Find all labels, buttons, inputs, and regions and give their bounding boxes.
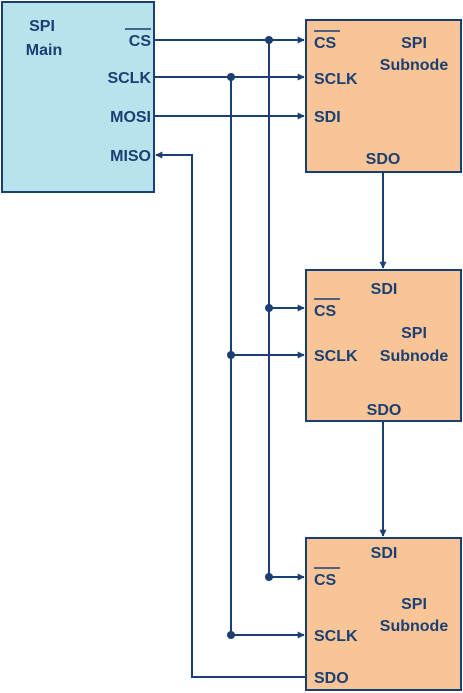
main-pin-mosi: MOSI [110, 109, 151, 126]
cs-junction-1 [265, 36, 273, 44]
subnode-1-box [305, 19, 462, 173]
sub2-pin-sclk: SCLK [314, 348, 358, 365]
sub1-pin-sclk: SCLK [314, 71, 358, 88]
sub2-pin-sdi: SDI [371, 281, 398, 298]
sub3-title-line2: Subnode [380, 618, 449, 635]
main-pin-sclk: SCLK [107, 70, 151, 87]
sub2-pin-sdo: SDO [367, 402, 402, 419]
sub3-pin-cs: CS [314, 572, 337, 589]
sclk-junction-1 [227, 73, 235, 81]
cs-junction-2 [265, 304, 273, 312]
subnode-3-box [305, 537, 462, 691]
sub1-pin-sdo: SDO [366, 151, 401, 168]
sub1-pin-sdi: SDI [314, 109, 341, 126]
sub3-pin-sclk: SCLK [314, 628, 358, 645]
sub3-title-line1: SPI [401, 596, 427, 613]
main-pin-miso: MISO [110, 148, 151, 165]
sub3-pin-sdo: SDO [314, 670, 349, 687]
sub1-pin-cs: CS [314, 35, 337, 52]
cs-junction-3 [265, 573, 273, 581]
sclk-junction-2 [227, 351, 235, 359]
miso-return-wire [155, 151, 306, 678]
sub1-title-line2: Subnode [380, 57, 449, 74]
sub2-pin-cs: CS [314, 303, 337, 320]
sub2-title-line1: SPI [401, 325, 427, 342]
sclk-junction-3 [227, 631, 235, 639]
main-title-line1: SPI [29, 18, 55, 35]
sub1-title-line1: SPI [401, 35, 427, 52]
sub2-title-line2: Subnode [380, 348, 449, 365]
subnode-2-box [305, 269, 462, 422]
main-title-line2: Main [26, 42, 62, 59]
main-pin-cs: CS [129, 33, 152, 50]
spi-main-box [1, 1, 155, 193]
sub3-pin-sdi: SDI [371, 545, 398, 562]
